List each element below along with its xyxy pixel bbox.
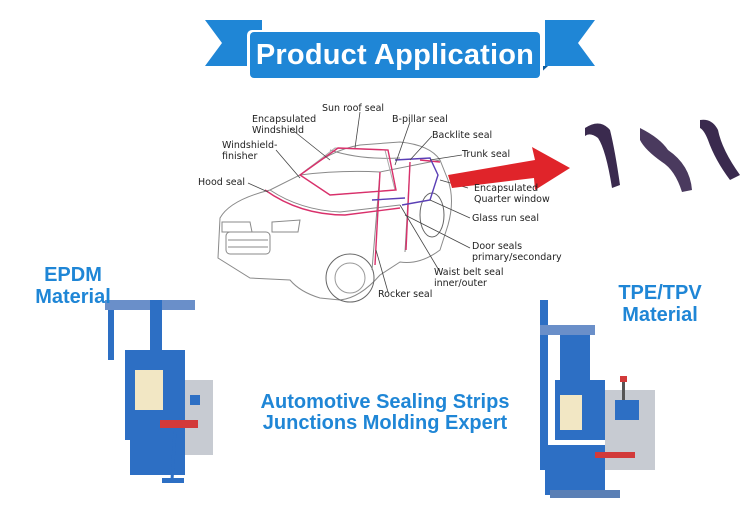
red-arrow [448, 147, 570, 190]
page-title: Product Application [255, 38, 535, 71]
car-outline [217, 141, 452, 303]
seal-profile-samples [585, 119, 740, 192]
label-waist-belt-seal: Waist belt seal inner/outer [434, 267, 504, 289]
label-sun-roof-seal: Sun roof seal [322, 103, 385, 114]
label-windshield-finisher: Windshield- finisher [222, 140, 278, 162]
label-b-pillar-seal: B-pillar seal [392, 114, 448, 125]
label-backlite-seal: Backlite seal [432, 130, 493, 141]
epdm-material-label: EPDM Material [35, 264, 111, 308]
tpe-material-label: TPE/TPV Material [618, 282, 702, 326]
ribbon-main [250, 32, 540, 78]
label-encapsulated-quarter-window: Encapsulated Quarter window [474, 183, 550, 205]
label-trunk-seal: Trunk seal [462, 149, 511, 160]
tagline-line-1: Automotive Sealing Strips [260, 391, 510, 413]
label-encapsulated-windshield: Encapsulated Windshield [252, 114, 317, 136]
tpe-machine [540, 300, 655, 498]
tagline: Automotive Sealing Strips Junctions Mold… [230, 392, 540, 434]
seal-lines [264, 147, 441, 266]
banner-ribbon [205, 20, 595, 80]
label-hood-seal: Hood seal [198, 177, 246, 188]
epdm-machine [105, 300, 213, 483]
tagline-line-2: Junctions Molding Expert [262, 412, 508, 434]
label-door-seals: Door seals primary/secondary [472, 241, 562, 263]
ribbon-right-tail [545, 20, 595, 66]
seal-lines-purple [371, 157, 439, 206]
label-rocker-seal: Rocker seal [378, 289, 433, 300]
label-glass-run-seal: Glass run seal [472, 213, 539, 224]
leader-lines [247, 111, 471, 293]
